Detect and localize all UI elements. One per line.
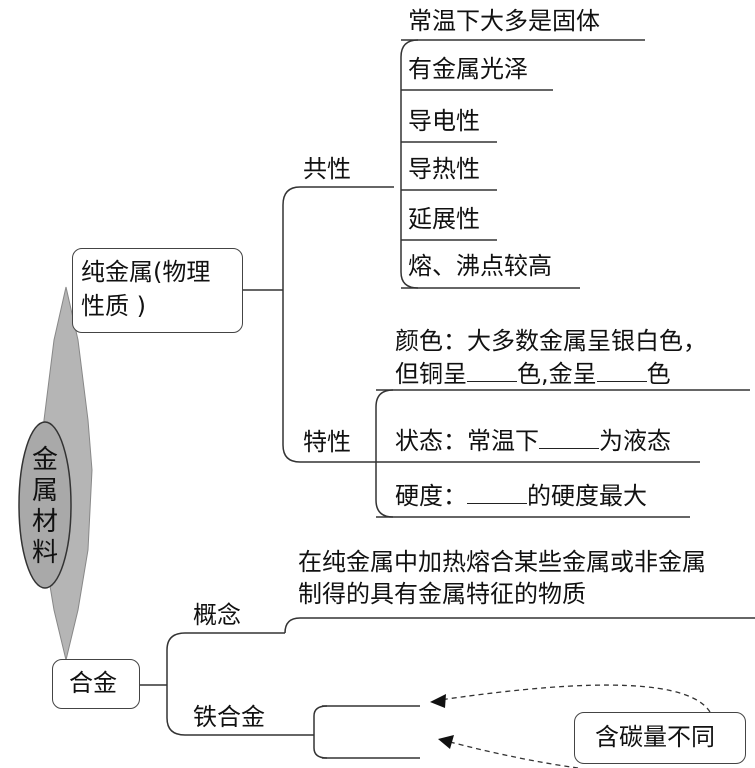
carbon-note-box <box>574 712 746 764</box>
common-item: 熔、沸点较高 <box>408 252 552 280</box>
common-bracket <box>400 39 419 289</box>
common-item: 延展性 <box>408 205 480 233</box>
iron-alloy-label: 铁合金 <box>193 703 265 731</box>
root-label-char: 材 <box>31 507 58 537</box>
carbon-note-label: 含碳量不同 <box>595 723 715 751</box>
root-label-char: 属 <box>31 476 58 506</box>
color-line2-a: 但铜呈 <box>395 360 467 388</box>
answer-blank <box>596 361 647 382</box>
alloy-label: 合金 <box>69 669 117 697</box>
root-ellipse <box>18 421 72 589</box>
pure-metal-label-line1: 纯金属(物理 <box>81 258 211 286</box>
arrowhead-icon <box>438 735 454 749</box>
hardness-a: 硬度： <box>395 482 467 510</box>
hardness-b: 的硬度最大 <box>527 482 647 510</box>
common-item: 有金属光泽 <box>408 55 528 83</box>
iron-alloy-bracket <box>313 705 328 759</box>
concept-label: 概念 <box>193 601 241 629</box>
special-bracket <box>375 389 394 518</box>
root-label-char: 金 <box>31 445 58 475</box>
concept-text-line <box>284 617 755 634</box>
color-line2: 但铜呈 色,金呈 色 <box>395 360 671 388</box>
common-item: 常温下大多是固体 <box>408 7 600 35</box>
alloy-bracket <box>166 632 186 736</box>
arrowhead-icon <box>430 694 446 708</box>
common-item: 导电性 <box>408 107 480 135</box>
state-b: 为液态 <box>599 427 671 455</box>
dashed-arrow-lower <box>449 741 579 768</box>
root-label-char: 料 <box>31 538 58 568</box>
answer-blank <box>467 483 527 504</box>
pure-metal-bracket <box>282 186 301 463</box>
special-label: 特性 <box>303 428 351 456</box>
root-label: 金 属 材 料 <box>29 445 61 569</box>
hardness-line: 硬度： 的硬度最大 <box>395 482 647 510</box>
color-line2-c: 色 <box>646 360 671 388</box>
concept-text-line2: 制得的具有金属特征的物质 <box>298 580 586 608</box>
state-a: 状态：常温下 <box>395 427 539 455</box>
answer-blank <box>539 428 599 449</box>
state-line: 状态：常温下 为液态 <box>395 427 671 455</box>
pure-metal-box <box>72 248 243 333</box>
color-line2-b: 色,金呈 <box>517 360 597 388</box>
dashed-arrow-upper <box>439 684 711 713</box>
common-item: 导热性 <box>408 155 480 183</box>
common-label: 共性 <box>303 155 351 183</box>
pure-metal-label-line2: 性质 ) <box>81 292 146 320</box>
color-line1: 颜色：大多数金属呈银白色， <box>395 327 707 355</box>
alloy-box <box>52 659 140 709</box>
concept-text-line1: 在纯金属中加热熔合某些金属或非金属 <box>298 548 706 576</box>
answer-blank <box>467 361 517 382</box>
